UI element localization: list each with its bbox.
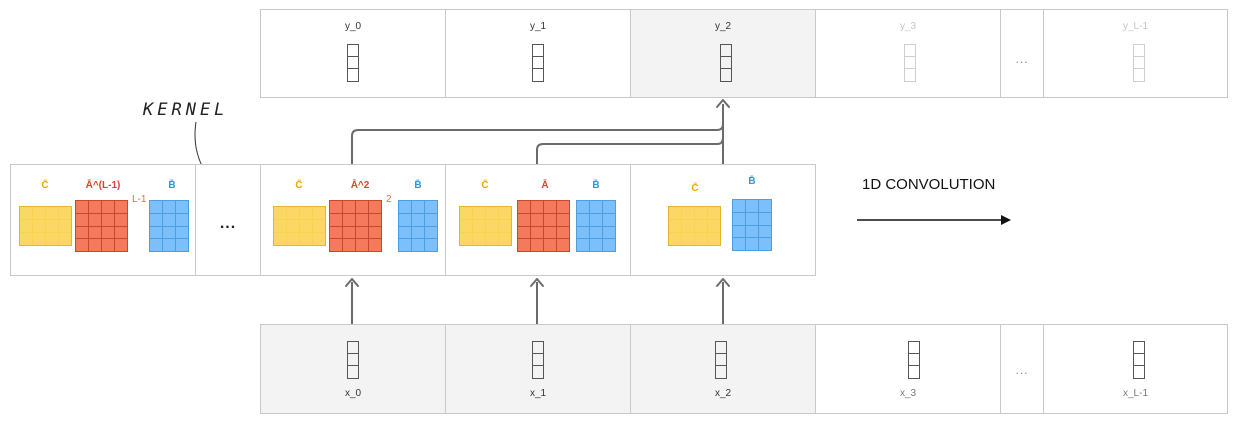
output-label: y_3 <box>899 21 917 32</box>
b-bar-label: B̄ <box>592 180 600 191</box>
output-vector <box>347 44 359 82</box>
input-cell-x3: x_3 <box>815 324 1001 414</box>
a-power-label: Ā^2 <box>350 180 370 191</box>
kernel-label: KERNEL <box>143 100 229 120</box>
a-exponent: L-1 <box>132 194 147 205</box>
input-label: x_0 <box>344 388 362 399</box>
input-label: x_2 <box>714 388 732 399</box>
b-bar-label: B̄ <box>748 176 756 187</box>
output-label: y_0 <box>344 21 362 32</box>
output-cell-y2: y_2 <box>630 9 816 98</box>
kernel-ellipsis-cell: ... <box>195 164 261 276</box>
output-label: y_L-1 <box>1122 21 1148 32</box>
c-bar-label: C̄ <box>295 180 303 191</box>
a-matrix <box>75 200 128 252</box>
b-matrix <box>398 200 438 252</box>
c-bar-label: C̄ <box>41 180 49 191</box>
c-matrix <box>19 206 72 246</box>
input-vector <box>908 341 920 379</box>
convolution-arrow <box>857 215 1011 225</box>
input-label: x_L-1 <box>1122 388 1148 399</box>
ellipsis: ... <box>1015 52 1029 66</box>
c-matrix <box>668 206 721 246</box>
output-vector <box>904 44 916 82</box>
a-power-label: Ā^(L-1) <box>85 180 121 191</box>
a-matrix <box>517 200 570 252</box>
c-bar-label: C̄ <box>481 180 489 191</box>
c-bar-label: C̄ <box>691 183 699 194</box>
input-label: x_1 <box>529 388 547 399</box>
output-vector <box>532 44 544 82</box>
b-bar-label: B̄ <box>168 180 176 191</box>
kernel-block-power-2: C̄ Ā^2 B̄ 2 <box>260 164 446 276</box>
a-exponent: 2 <box>386 194 392 205</box>
b-matrix <box>576 200 616 252</box>
kernel-block-power-l-1: C̄ Ā^(L-1) B̄ L-1 <box>10 164 196 276</box>
output-cell-y3: y_3 <box>815 9 1001 98</box>
c-matrix <box>273 206 326 246</box>
output-cell-y0: y_0 <box>260 9 446 98</box>
input-cell-ellipsis: ... <box>1000 324 1044 414</box>
convolution-label: 1D CONVOLUTION <box>862 176 996 193</box>
kernel-block-power-0: C̄ B̄ <box>630 164 816 276</box>
input-cell-x2: x_2 <box>630 324 816 414</box>
b-bar-label: B̄ <box>414 180 422 191</box>
input-cell-xL-1: x_L-1 <box>1043 324 1228 414</box>
a-label: Ā <box>541 180 549 191</box>
output-cell-yL-1: y_L-1 <box>1043 9 1228 98</box>
input-cell-x0: x_0 <box>260 324 446 414</box>
output-label: y_1 <box>529 21 547 32</box>
input-cell-x1: x_1 <box>445 324 631 414</box>
input-vector <box>532 341 544 379</box>
ellipsis: ... <box>219 215 237 232</box>
a-matrix <box>329 200 382 252</box>
input-vector <box>347 341 359 379</box>
input-vector <box>715 341 727 379</box>
merge-path-inner <box>536 137 724 164</box>
output-vector <box>1133 44 1145 82</box>
b-matrix <box>732 199 772 251</box>
ellipsis: ... <box>1015 363 1029 377</box>
output-vector <box>720 44 732 82</box>
c-matrix <box>459 206 512 246</box>
output-label: y_2 <box>714 21 732 32</box>
b-matrix <box>149 200 189 252</box>
input-vector <box>1133 341 1145 379</box>
input-label: x_3 <box>899 388 917 399</box>
